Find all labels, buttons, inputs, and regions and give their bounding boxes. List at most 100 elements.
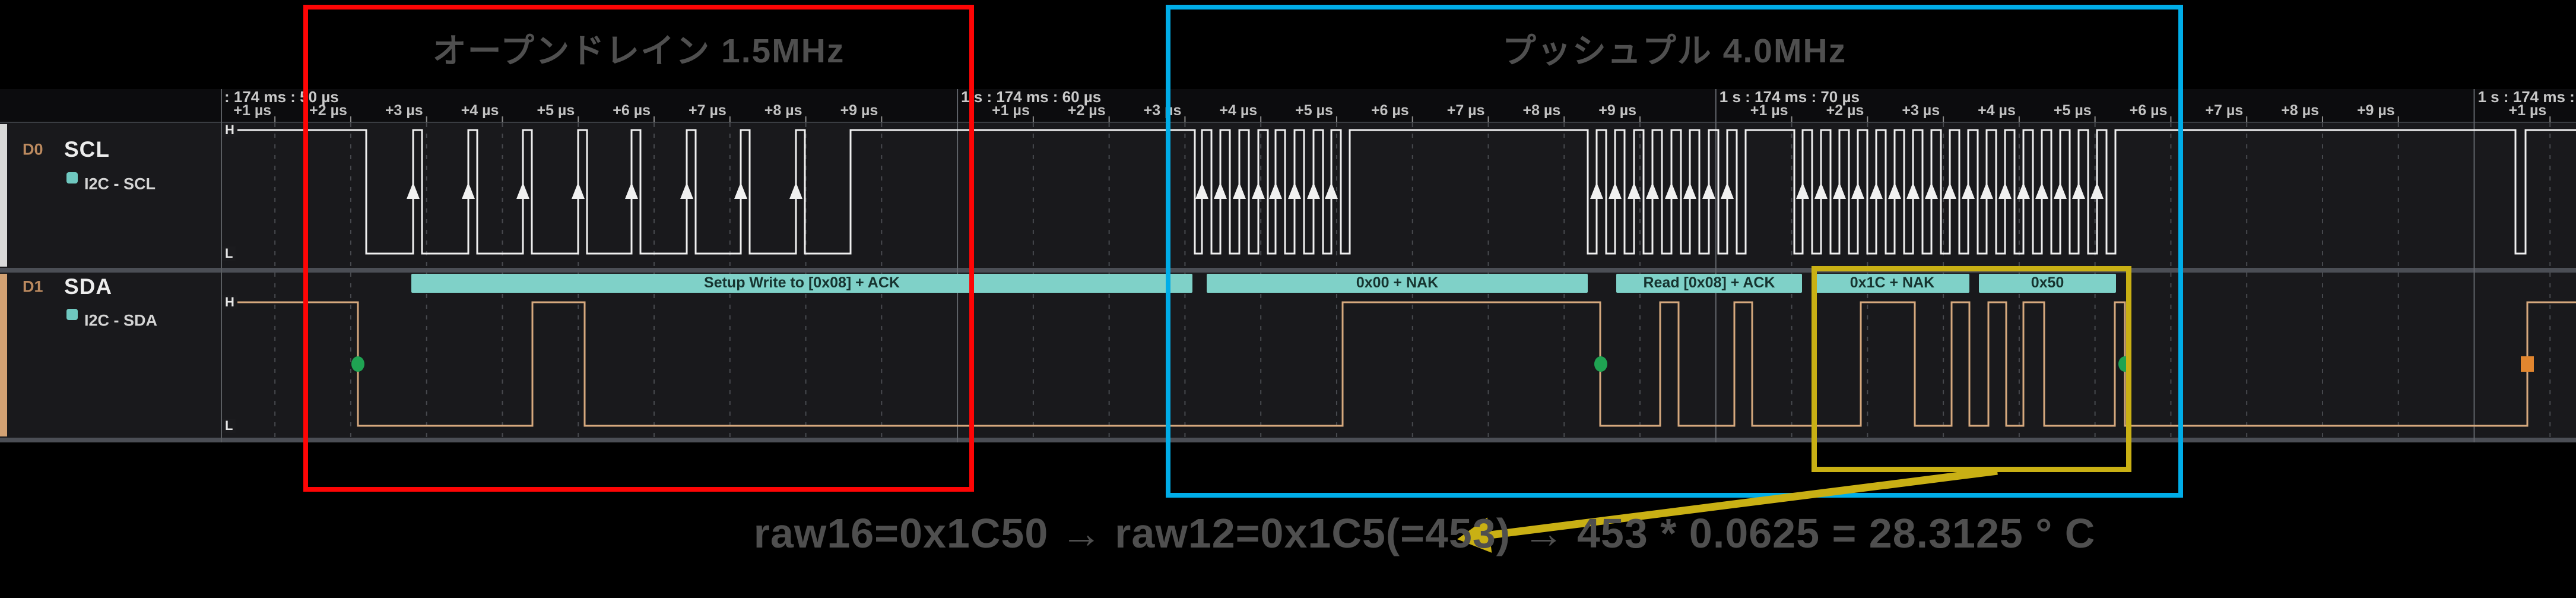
temperature-bytes-highlight-box [1812,266,2131,472]
scl-high-level-label: H [222,123,237,137]
ruler-tick-label: +8 µs [1522,102,1560,119]
ruler-tick-label: +3 µs [1144,102,1182,119]
ruler-tick-label: +9 µs [1598,102,1636,119]
rising-edge-arrow-icon [1269,182,1282,199]
ruler-tick-label: +1 µs [2509,102,2547,119]
push-pull-title: プッシュプル 4.0MHz [1502,32,1847,70]
ruler-tick-label: +6 µs [1371,102,1409,119]
channel-id-d1: D1 [23,277,43,296]
rising-edge-arrow-icon [2054,182,2067,199]
rising-edge-arrow-icon [1998,182,2012,199]
rising-edge-arrow-icon [1252,182,1265,199]
rising-edge-arrow-icon [2090,182,2104,199]
channel-name-sda[interactable]: SDA [64,274,113,299]
ruler-tick-label: +9 µs [2357,102,2395,119]
rising-edge-arrow-icon [1288,182,1301,199]
i2c-decode-label: 0x00 + NAK [1356,274,1438,291]
rising-edge-arrow-icon [1833,182,1846,199]
rising-edge-arrow-icon [516,182,529,199]
rising-edge-arrow-icon [462,182,475,199]
rising-edge-arrow-icon [572,182,585,199]
ruler-tick-label: +1 µs [992,102,1030,119]
rising-edge-arrow-icon [1628,182,1641,199]
analyzer-color-icon [66,172,78,183]
rising-edge-arrow-icon [1925,182,1938,199]
i2c-stop-condition-icon [2521,356,2534,372]
rising-edge-arrow-icon [1702,182,1715,199]
ruler-tick-label: +2 µs [1826,102,1864,119]
i2c-decode-bubble[interactable] [1207,274,1588,293]
rising-edge-arrow-icon [1796,182,1809,199]
ruler-tick-label: +8 µs [764,102,802,119]
rising-edge-arrow-icon [1814,182,1828,199]
rising-edge-arrow-icon [1233,182,1246,199]
ruler-tick-label: +9 µs [840,102,878,119]
analyzer-label-sda[interactable]: I2C - SDA [84,311,158,330]
ruler-tick-label: +5 µs [2054,102,2092,119]
row-divider [0,268,2576,273]
ruler-tick-label: +1 µs [1750,102,1788,119]
rising-edge-arrow-icon [789,182,802,199]
rising-edge-arrow-icon [1214,182,1227,199]
i2c-decode-bubble[interactable] [1815,274,1969,293]
rising-edge-arrow-icon [1721,182,1734,199]
scl-row-bg[interactable] [0,123,2576,268]
rising-edge-arrow-icon [407,182,420,199]
sda-channel-strip [0,274,7,436]
ruler-segment-timestamp: 1 s : 174 ms : 80 µs [2478,88,2576,106]
ruler-tick-label: +8 µs [2281,102,2319,119]
channel-panel: D0 SCL I2C - SCL D1 SDA I2C - SDA [0,89,221,442]
i2c-decode-bubble[interactable] [411,274,1192,293]
i2c-decode-bubble[interactable] [1616,274,1802,293]
analyzer-color-icon [66,309,78,320]
i2c-start-condition-icon [1594,356,1607,372]
rising-edge-arrow-icon [2072,182,2085,199]
rising-edge-arrow-icon [1665,182,1678,199]
trace-scl[interactable] [221,129,2576,255]
sda-row-bg[interactable] [0,273,2576,438]
rising-edge-arrow-icon [1870,182,1883,199]
rising-edge-arrow-icon [1683,182,1696,199]
rising-edge-arrow-icon [1590,182,1603,199]
ruler-tick-label: +4 µs [461,102,499,119]
ruler-segment-timestamp: 1 s : 174 ms : 70 µs [1720,88,1860,106]
conversion-formula-caption: raw16=0x1C50 → raw12=0x1C5(=453) → 453 *… [753,510,2096,556]
rising-edge-arrow-icon [680,182,693,199]
ruler-tick-label: +5 µs [537,102,575,119]
rising-edge-arrow-icon [1888,182,1901,199]
trace-sda[interactable] [221,301,2576,427]
time-ruler[interactable] [0,89,2576,123]
sda-high-level-label: H [222,295,237,309]
analyzer-label-scl[interactable]: I2C - SCL [84,175,156,193]
rising-edge-arrow-icon [734,182,747,199]
i2c-decode-bubble[interactable] [1979,274,2116,293]
i2c-decode-label: 0x50 [2031,274,2064,291]
ruler-tick-label: +2 µs [309,102,347,119]
rising-edge-arrow-icon [1906,182,1920,199]
rising-edge-arrow-icon [1943,182,1956,199]
ruler-tick-label: +6 µs [613,102,651,119]
i2c-decode-label: Setup Write to [0x08] + ACK [704,274,900,291]
ruler-tick-label: +5 µs [1295,102,1333,119]
rising-edge-arrow-icon [1307,182,1320,199]
row-divider [0,438,2576,442]
rising-edge-arrow-icon [2035,182,2048,199]
rising-edge-arrow-icon [1851,182,1864,199]
scl-low-level-label: L [222,246,236,261]
ruler-tick-label: +7 µs [2205,102,2243,119]
ruler-tick-label: +4 µs [1219,102,1257,119]
ruler-tick-label: +3 µs [1902,102,1940,119]
ruler-segment-timestamp: : 174 ms : 50 µs [224,88,339,106]
scl-channel-strip [0,124,7,267]
ruler-tick-label: +7 µs [689,102,727,119]
channel-name-scl[interactable]: SCL [64,137,110,162]
rising-edge-arrow-icon [1980,182,1993,199]
i2c-start-condition-icon [351,356,364,372]
ruler-tick-label: +2 µs [1068,102,1106,119]
rising-edge-arrow-icon [2017,182,2030,199]
ruler-tick-label: +6 µs [2130,102,2168,119]
ruler-tick-label: +3 µs [385,102,423,119]
ruler-segment-timestamp: 1 s : 174 ms : 60 µs [961,88,1101,106]
rising-edge-arrow-icon [1962,182,1975,199]
